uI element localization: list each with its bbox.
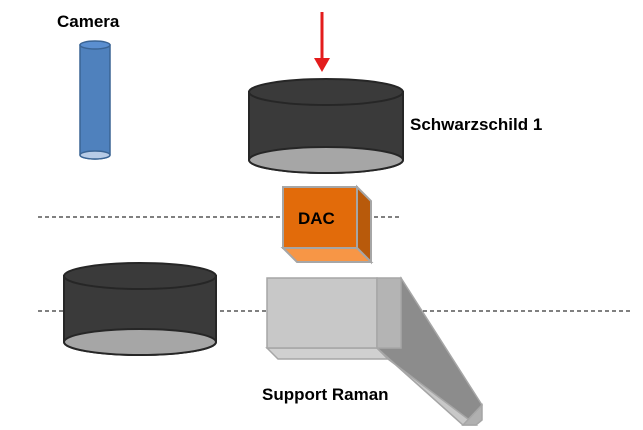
schwarzschild-label: Schwarzschild 1 <box>410 115 543 134</box>
support-bottom-strip <box>265 347 390 360</box>
schwarzschild-bottom-face <box>248 146 404 174</box>
support-raman-block <box>265 276 483 427</box>
dac-label: DAC <box>298 209 335 228</box>
dac-front <box>282 186 358 249</box>
lower-objective <box>63 262 217 356</box>
support-front <box>266 277 378 349</box>
support-front-right <box>376 277 402 349</box>
camera-cylinder <box>79 40 111 160</box>
camera-body <box>79 44 111 160</box>
dac-cube <box>280 184 374 265</box>
lower-objective-bottom-face <box>63 328 217 356</box>
camera-top <box>79 40 111 50</box>
support-end-face <box>461 403 483 426</box>
support-raman-label: Support Raman <box>262 385 389 404</box>
camera-bottom <box>79 150 111 160</box>
camera-label: Camera <box>57 12 120 31</box>
incident-arrow <box>314 12 330 72</box>
schwarzschild-objective <box>248 78 404 174</box>
dac-bottom <box>280 247 374 263</box>
